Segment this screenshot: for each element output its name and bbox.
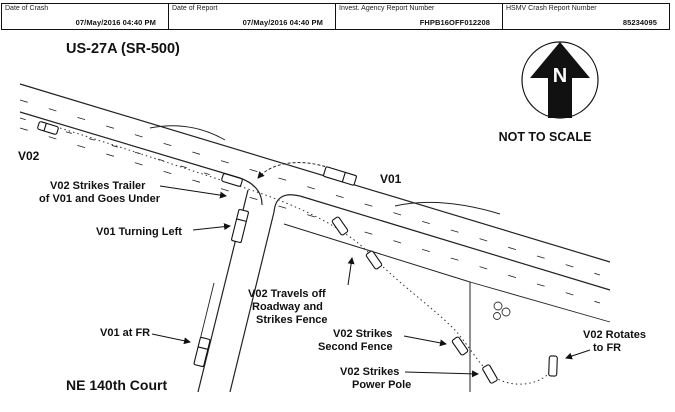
fences xyxy=(283,223,611,392)
main-road xyxy=(19,83,611,304)
road-north-edge xyxy=(19,83,611,263)
v01-label: V01 xyxy=(380,172,402,186)
v01-turning-path xyxy=(257,162,331,179)
date-of-crash-label: Date of Crash xyxy=(5,5,49,12)
property-line xyxy=(469,281,611,323)
rotates-line2: to FR xyxy=(593,342,621,354)
side-street-label: NE 140th Court xyxy=(66,377,167,393)
second-fence-line2: Second Fence xyxy=(318,341,393,353)
v02-power-pole-vehicle xyxy=(482,364,498,384)
annotations xyxy=(151,185,591,378)
corner-curve-west xyxy=(239,177,263,206)
date-of-report-cell: Date of Report 07/May/2016 04:40 PM xyxy=(169,4,336,29)
power-pole-leader xyxy=(404,370,479,378)
power-pole-line1: V02 Strikes xyxy=(340,366,399,378)
side-street-centerline xyxy=(199,282,215,341)
corner-curve-east xyxy=(273,194,301,213)
median-curve-east xyxy=(394,201,501,215)
rotates-leader xyxy=(565,349,591,360)
v01-turning-truck xyxy=(231,209,249,243)
v02-travel-path xyxy=(59,127,553,385)
power-pole-line2: Power Pole xyxy=(352,379,411,391)
lane-line-2 xyxy=(19,127,601,304)
date-of-report-label: Date of Report xyxy=(172,5,218,12)
turning-left-label: V01 Turning Left xyxy=(96,226,182,238)
date-of-crash-cell: Date of Crash 07/May/2016 04:40 PM xyxy=(2,4,169,29)
strikes-trailer-line1: V02 Strikes Trailer xyxy=(50,180,146,192)
bushes xyxy=(493,301,511,320)
strikes-trailer-leader xyxy=(159,185,227,199)
report-header: Date of Crash 07/May/2016 04:40 PM Date … xyxy=(1,3,670,30)
v01-truck-on-road xyxy=(323,166,357,186)
vehicles xyxy=(37,121,558,384)
north-arrow-icon: N xyxy=(521,41,599,119)
v02-label: V02 xyxy=(18,149,40,163)
agency-report-number-cell: Invest. Agency Report Number FHPB16OFF01… xyxy=(336,4,503,29)
v02-rotated-vehicle xyxy=(548,355,558,377)
date-of-crash-value: 07/May/2016 04:40 PM xyxy=(75,18,156,27)
road-median-edge-west xyxy=(19,111,241,179)
v01-at-fr-truck xyxy=(193,336,211,368)
median-curve-west xyxy=(149,125,226,141)
v02-travels-off-vehicle xyxy=(365,250,383,270)
second-fence-line1: V02 Strikes xyxy=(333,328,392,340)
travels-off-line2: Roadway and xyxy=(252,301,323,313)
travels-off-line1: V02 Travels off xyxy=(248,288,326,300)
side-street-east-edge xyxy=(229,211,275,393)
rotates-line1: V02 Rotates xyxy=(583,329,646,341)
date-of-report-value: 07/May/2016 04:40 PM xyxy=(242,18,323,27)
strikes-trailer-line2: of V01 and Goes Under xyxy=(39,193,161,205)
at-fr-leader xyxy=(151,333,191,345)
not-to-scale-note: NOT TO SCALE xyxy=(499,130,592,144)
v02-fence-vehicle xyxy=(331,216,349,236)
agency-report-number-value: FHPB16OFF012208 xyxy=(419,18,490,27)
hsmv-report-number-value: 85234095 xyxy=(622,18,657,27)
v02-strikes-trailer-vehicle xyxy=(221,173,243,187)
at-fr-label: V01 at FR xyxy=(100,327,150,339)
v02-initial-vehicle xyxy=(37,121,59,135)
agency-report-number-label: Invest. Agency Report Number xyxy=(339,5,435,12)
hsmv-report-number-label: HSMV Crash Report Number xyxy=(506,5,597,12)
v02-second-fence-vehicle xyxy=(451,336,469,356)
turning-left-leader xyxy=(192,223,231,231)
hsmv-report-number-cell: HSMV Crash Report Number 85234095 xyxy=(503,4,669,29)
travels-off-line3: Strikes Fence xyxy=(256,314,328,326)
lane-line-1 xyxy=(19,99,601,276)
travels-off-leader xyxy=(347,257,355,286)
north-label: N xyxy=(553,65,567,87)
road-south-edge-east xyxy=(299,195,611,291)
second-fence-leader xyxy=(403,335,447,347)
road-name-label: US-27A (SR-500) xyxy=(66,41,180,57)
